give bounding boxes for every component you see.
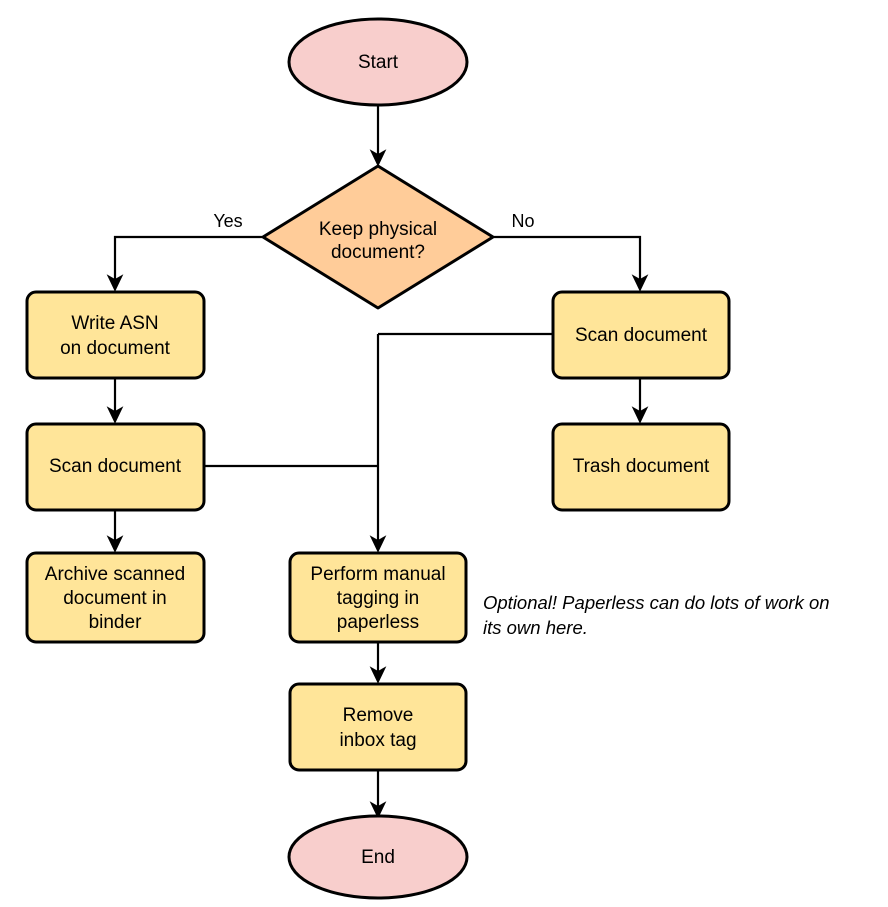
scan-document-right-label: Scan document bbox=[575, 325, 708, 346]
edge-label-no: No bbox=[511, 211, 534, 231]
end-label: End bbox=[361, 847, 395, 868]
edge-labels-layer: Yes No bbox=[213, 211, 534, 231]
edge-decision-no-to-scan-right bbox=[494, 235, 649, 292]
node-end[interactable]: End bbox=[287, 814, 469, 900]
node-keep-physical-document-decision[interactable]: Keep physical document? bbox=[261, 164, 495, 310]
node-trash-document[interactable]: Trash document bbox=[551, 422, 731, 512]
end-ellipse-shape[interactable] bbox=[287, 814, 469, 900]
node-start[interactable]: Start bbox=[287, 17, 469, 107]
archive-label-line1: Archive scanned bbox=[45, 564, 185, 585]
trash-document-label: Trash document bbox=[573, 456, 710, 477]
decision-label-line2: document? bbox=[331, 242, 425, 263]
remove-inbox-tag-box-shape[interactable] bbox=[288, 682, 468, 772]
remove-inbox-tag-label-line2: inbox tag bbox=[339, 730, 416, 751]
start-ellipse-shape[interactable] bbox=[287, 17, 469, 107]
scan-document-left-label: Scan document bbox=[49, 456, 182, 477]
decision-diamond-shape[interactable] bbox=[261, 164, 495, 310]
write-asn-label-line2: on document bbox=[60, 338, 171, 359]
write-asn-label-line1: Write ASN bbox=[71, 313, 158, 334]
tagging-label-line1: Perform manual bbox=[310, 564, 445, 585]
tagging-label-line3: paperless bbox=[337, 612, 419, 633]
trash-document-box-shape[interactable] bbox=[551, 422, 731, 512]
edge-decision-yes-to-write-asn bbox=[106, 235, 262, 292]
tagging-label-line2: tagging in bbox=[337, 588, 419, 609]
node-archive-scanned-document[interactable]: Archive scanned document in binder bbox=[25, 551, 206, 644]
node-scan-document-right[interactable]: Scan document bbox=[551, 290, 731, 380]
decision-label-line1: Keep physical bbox=[319, 219, 437, 240]
remove-inbox-tag-label-line1: Remove bbox=[343, 705, 414, 726]
edge-label-yes: Yes bbox=[213, 211, 242, 231]
scan-document-right-box-shape[interactable] bbox=[551, 290, 731, 380]
optional-note-line1: Optional! Paperless can do lots of work … bbox=[483, 592, 830, 613]
archive-label-line2: document in bbox=[63, 588, 167, 609]
node-write-asn-on-document[interactable]: Write ASN on document bbox=[25, 290, 206, 380]
write-asn-box-shape[interactable] bbox=[25, 290, 206, 380]
node-perform-manual-tagging[interactable]: Perform manual tagging in paperless bbox=[288, 551, 468, 644]
archive-box-shape[interactable] bbox=[25, 551, 206, 644]
tagging-box-shape[interactable] bbox=[288, 551, 468, 644]
node-scan-document-left[interactable]: Scan document bbox=[25, 422, 206, 512]
scan-document-left-box-shape[interactable] bbox=[25, 422, 206, 512]
edges-layer bbox=[106, 104, 649, 819]
optional-note-line2: its own here. bbox=[483, 617, 588, 638]
node-remove-inbox-tag[interactable]: Remove inbox tag bbox=[288, 682, 468, 772]
start-label: Start bbox=[358, 52, 399, 73]
archive-label-line3: binder bbox=[89, 612, 142, 633]
optional-note: Optional! Paperless can do lots of work … bbox=[483, 592, 830, 638]
